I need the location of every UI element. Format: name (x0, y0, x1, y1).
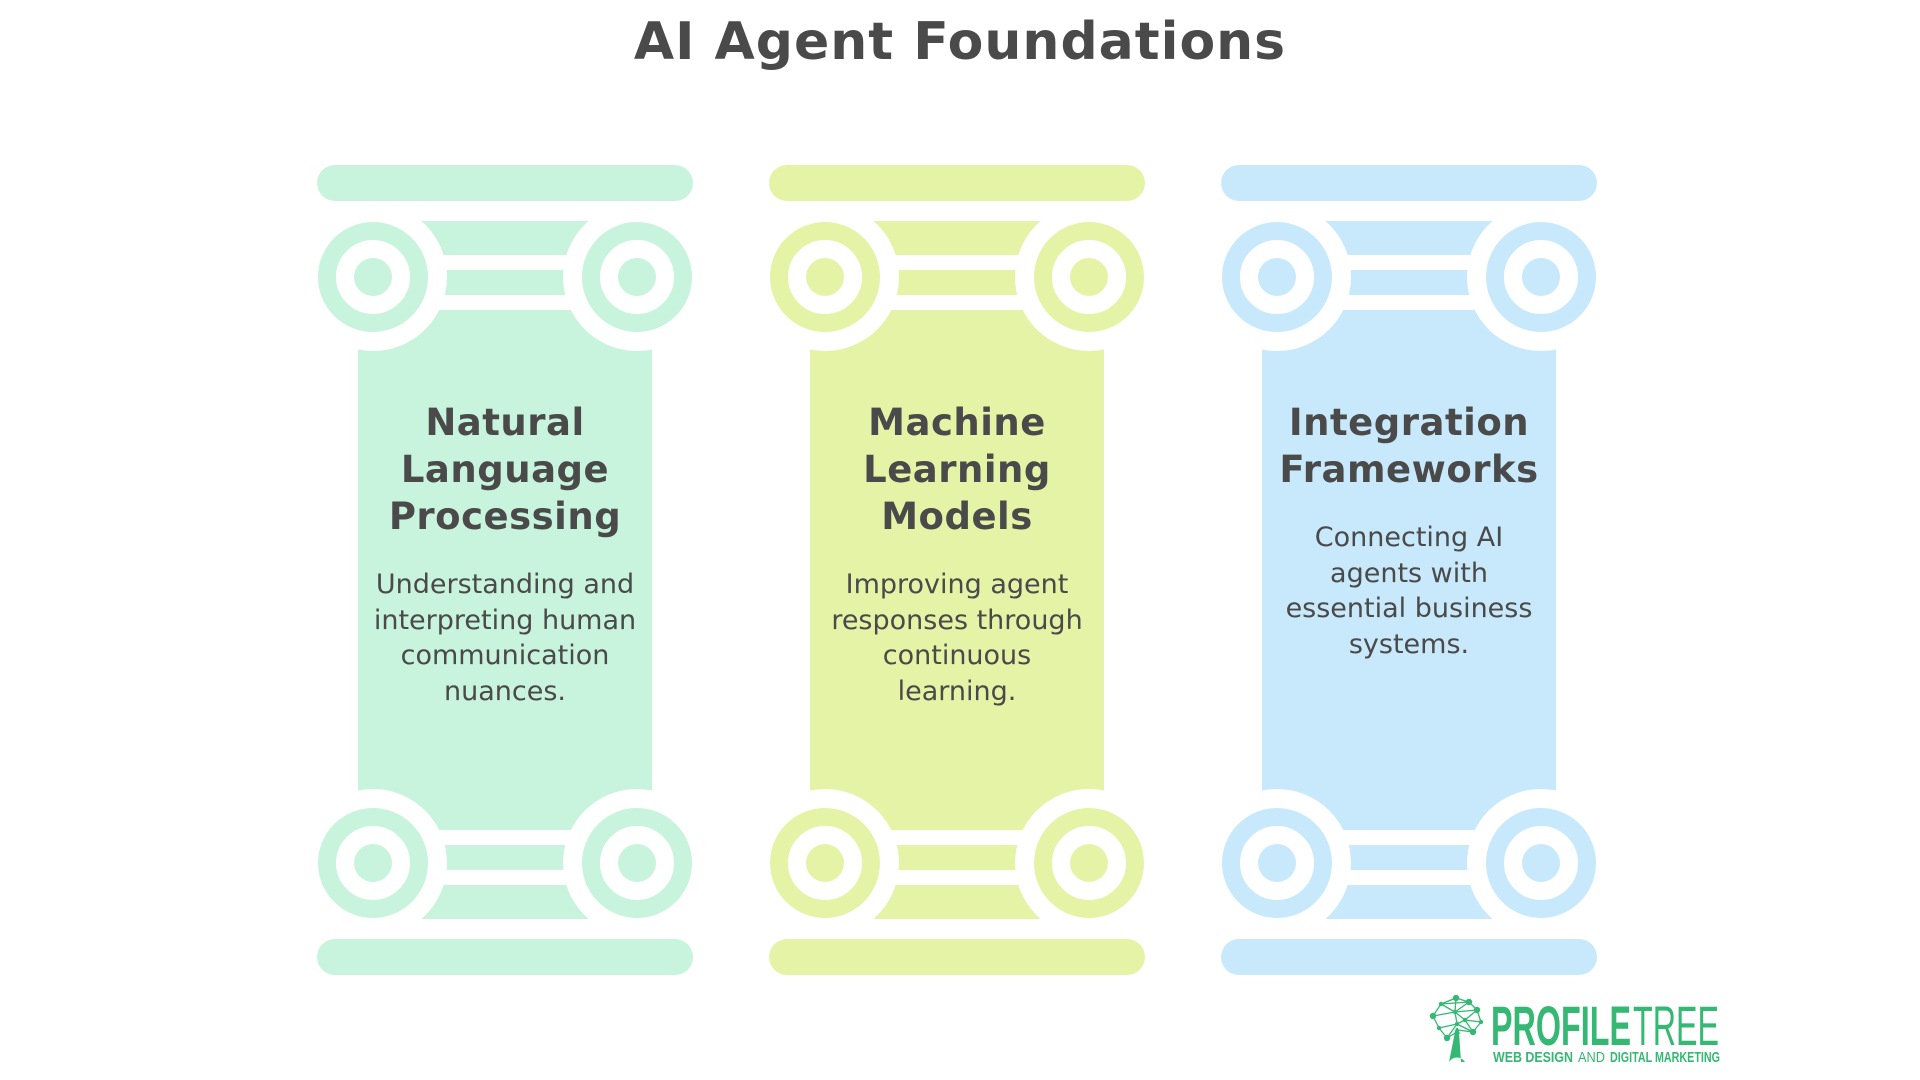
pillar-text-block: Integration Frameworks Connecting AI age… (1262, 400, 1556, 662)
pillar-integration-frameworks: Integration Frameworks Connecting AI age… (1221, 165, 1597, 975)
profiletree-logo-art: PROFILE TREE WEB DESIGN AND DIGITAL MARK… (1429, 994, 1720, 1066)
logo-tagline-and: AND (1578, 1049, 1605, 1066)
profiletree-logo: PROFILE TREE WEB DESIGN AND DIGITAL MARK… (1425, 988, 1725, 1068)
brand-wordmark-tree: TREE (1633, 994, 1719, 1057)
pillar-text-block: Natural Language Processing Understandin… (358, 400, 652, 709)
pillar-description: Improving agent responses through contin… (831, 568, 1083, 707)
pillar-text-block: Machine Learning Models Improving agent … (810, 400, 1104, 709)
pillar-heading: Machine Learning Models (863, 401, 1051, 538)
logo-tagline-digital-marketing: DIGITAL MARKETING (1610, 1049, 1720, 1066)
pillar-heading: Integration Frameworks (1279, 401, 1539, 491)
logo-tagline-web-design: WEB DESIGN (1493, 1049, 1573, 1066)
page-title: AI Agent Foundations (633, 12, 1287, 72)
pillar-description: Understanding and interpreting human com… (373, 568, 637, 707)
network-tree-icon (1429, 994, 1484, 1062)
brand-wordmark-profile: PROFILE (1491, 994, 1631, 1057)
pillar-description: Connecting AI agents with essential busi… (1285, 521, 1533, 660)
pillar-machine-learning-models: Machine Learning Models Improving agent … (769, 165, 1145, 975)
pillar-natural-language-processing: Natural Language Processing Understandin… (317, 165, 693, 975)
pillar-heading: Natural Language Processing (388, 401, 622, 538)
